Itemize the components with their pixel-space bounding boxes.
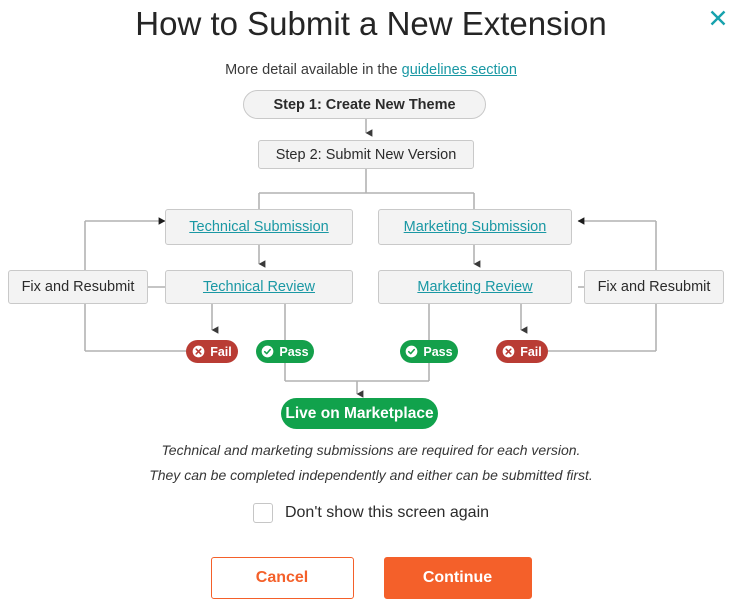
fix-right-label: Fix and Resubmit: [597, 279, 711, 295]
node-step-2-label: Step 2: Submit New Version: [275, 146, 457, 163]
fail-right-label: Fail: [520, 344, 542, 359]
technical-review-link[interactable]: Technical Review: [202, 279, 316, 295]
pass-icon: [262, 345, 274, 358]
technical-submission-link[interactable]: Technical Submission: [189, 219, 329, 235]
node-step-1-label: Step 1: Create New Theme: [273, 96, 456, 113]
badge-fail-technical: Fail: [186, 340, 238, 363]
subtitle-text: More detail available in the: [225, 62, 402, 78]
marketing-submission-link[interactable]: Marketing Submission: [403, 219, 547, 235]
page-title: How to Submit a New Extension: [135, 5, 607, 42]
node-marketing-review[interactable]: Marketing Review: [378, 270, 572, 304]
badge-fail-marketing: Fail: [496, 340, 548, 363]
dont-show-again-checkbox[interactable]: [252, 503, 273, 523]
badge-pass-technical: Pass: [256, 340, 314, 363]
node-fix-and-resubmit-left[interactable]: Fix and Resubmit: [8, 270, 148, 304]
dont-show-again-label: Don't show this screen again: [284, 504, 490, 521]
fail-left-label: Fail: [210, 344, 232, 359]
guidelines-link[interactable]: guidelines section: [401, 62, 517, 78]
note-line-1: Technical and marketing submissions are …: [161, 442, 581, 458]
node-live-on-marketplace[interactable]: Live on Marketplace: [281, 398, 438, 429]
fail-icon: [502, 345, 515, 358]
pass-icon: [406, 345, 418, 358]
node-step-1[interactable]: Step 1: Create New Theme: [243, 90, 486, 119]
continue-button[interactable]: Continue: [383, 557, 532, 599]
node-step-2[interactable]: Step 2: Submit New Version: [258, 140, 474, 169]
note-line-2: They can be completed independently and …: [149, 467, 593, 483]
dont-show-again-row[interactable]: Don't show this screen again: [0, 503, 742, 523]
node-technical-submission[interactable]: Technical Submission: [165, 209, 353, 245]
live-label: Live on Marketplace: [285, 404, 434, 422]
subtitle: More detail available in the guidelines …: [0, 60, 742, 80]
dialog-actions: Cancel Continue: [0, 557, 742, 599]
cancel-button[interactable]: Cancel: [210, 557, 354, 599]
node-fix-and-resubmit-right[interactable]: Fix and Resubmit: [584, 270, 724, 304]
close-icon-glyph: [710, 10, 726, 26]
marketing-review-link[interactable]: Marketing Review: [417, 279, 533, 295]
close-icon[interactable]: [704, 4, 732, 32]
node-technical-review[interactable]: Technical Review: [165, 270, 353, 304]
pass-left-label: Pass: [279, 344, 309, 359]
badge-pass-marketing: Pass: [400, 340, 458, 363]
pass-right-label: Pass: [423, 344, 453, 359]
fail-icon: [192, 345, 205, 358]
fix-left-label: Fix and Resubmit: [21, 279, 135, 295]
node-marketing-submission[interactable]: Marketing Submission: [378, 209, 572, 245]
